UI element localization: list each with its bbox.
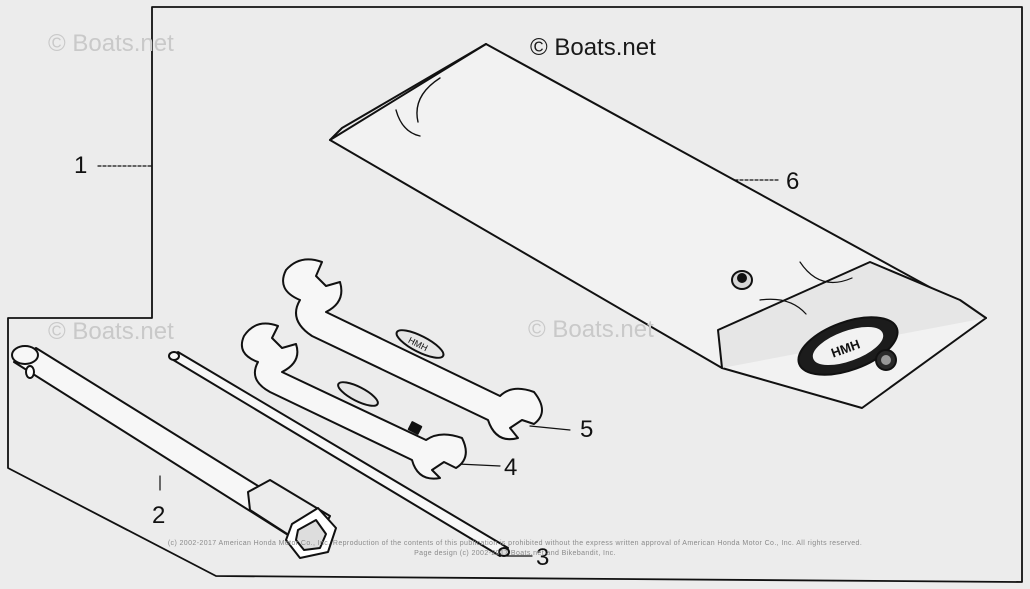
wrench-upper: HMH xyxy=(282,258,543,441)
watermark-faint-topleft: © Boats.net xyxy=(48,30,174,57)
tool-bag: HMH xyxy=(329,43,987,409)
watermark-faint-center: © Boats.net xyxy=(528,316,654,343)
callout-1: 1 xyxy=(74,152,88,179)
watermark-faint-midleft: © Boats.net xyxy=(48,318,174,345)
copyright-line-2: Page design (c) 2002-2017 Boats.net and … xyxy=(414,550,616,557)
socket-wrench xyxy=(11,345,337,559)
callout-5: 5 xyxy=(580,416,594,443)
leader-5 xyxy=(529,425,571,431)
copyright-line-1: (c) 2002-2017 American Honda Motor Co., … xyxy=(167,540,863,547)
callout-6: 6 xyxy=(786,168,800,195)
leader-4 xyxy=(457,463,501,467)
callout-3: 3 xyxy=(536,544,550,571)
tommy-bar-rod xyxy=(168,351,510,557)
callout-4: 4 xyxy=(504,454,518,481)
watermark-main: © Boats.net xyxy=(530,34,656,61)
frame-outline xyxy=(7,6,1023,583)
wrench-lower xyxy=(240,322,467,480)
callout-2: 2 xyxy=(152,502,166,529)
